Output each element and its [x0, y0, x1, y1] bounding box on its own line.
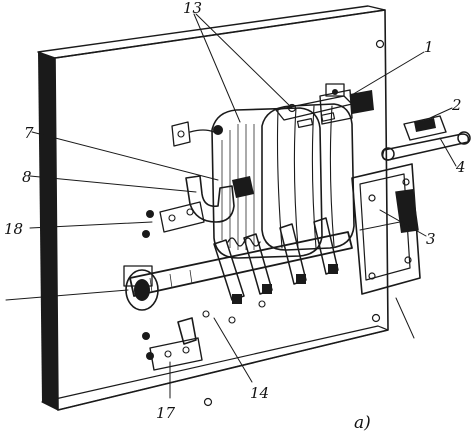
main-shaft: [123, 217, 353, 324]
callout-18: 18: [4, 220, 23, 238]
callout-1: 1: [424, 38, 434, 56]
leader-lines: [5, 13, 457, 399]
magnet-coil: [211, 95, 355, 259]
callout-2: 2: [451, 96, 462, 114]
mounting-panel: [37, 5, 389, 411]
callout-14: 13: [183, 0, 202, 17]
callout-17: 17: [156, 404, 176, 422]
auxiliary-contacts: [142, 121, 254, 238]
callout-4: 4: [455, 158, 466, 176]
callout-13: 14: [250, 384, 269, 402]
lower-auxiliary-contact: [142, 317, 203, 371]
arc-chute-plate: [351, 163, 421, 295]
callout-3: 3: [426, 230, 436, 248]
upper-contact-block: [319, 83, 471, 161]
callout-7: 7: [24, 124, 34, 142]
subfigure-label: a): [354, 413, 371, 433]
callout-8: 8: [22, 168, 32, 186]
callout-labels: 13 1 2 4 3 7 8 18 14 17 a): [4, 0, 466, 433]
